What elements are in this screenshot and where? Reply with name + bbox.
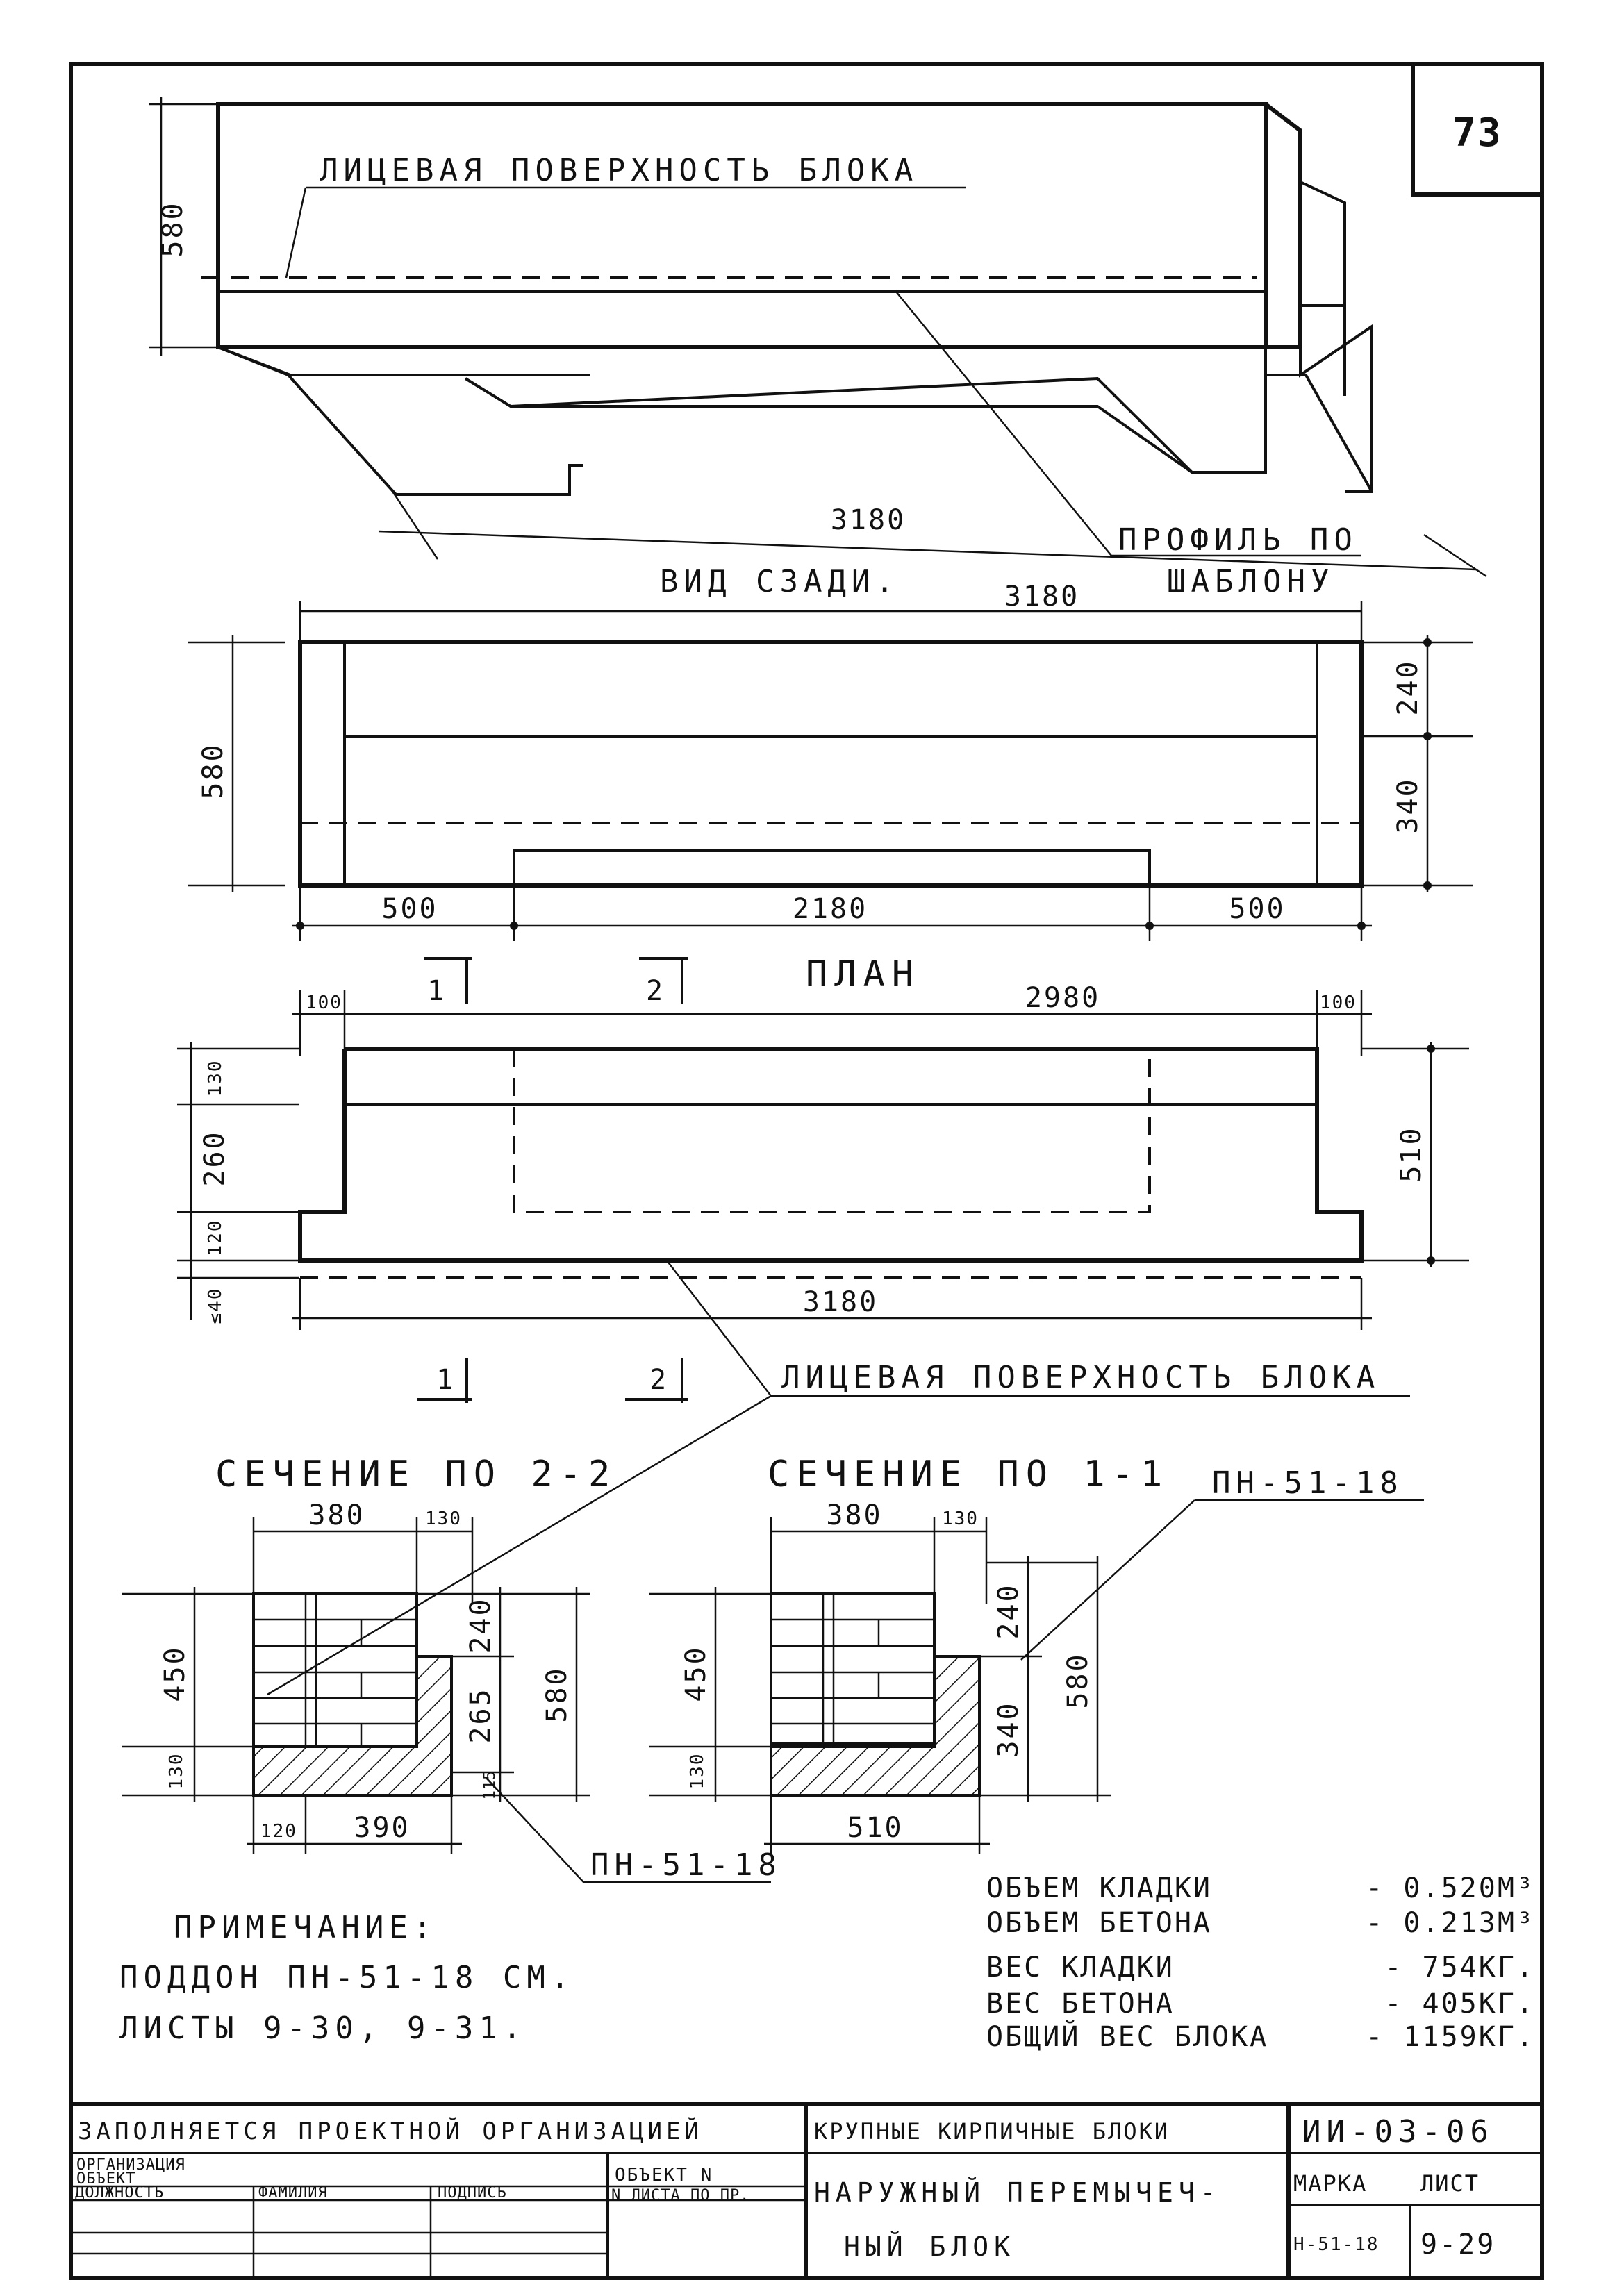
rear-height-dim: 580 xyxy=(197,742,229,799)
s11-right-240: 240 xyxy=(993,1583,1025,1639)
obj-label: ОБЪЕКТ xyxy=(76,2170,135,2188)
title-block: ЗАПОЛНЯЕТСЯ ПРОЕКТНОЙ ОРГАНИЗАЦИЕЙ ОРГАН… xyxy=(71,2102,1542,2278)
plan-left-120: 120 xyxy=(205,1220,226,1256)
s22-bottom-390: 390 xyxy=(354,1812,410,1844)
sheet-no-project-label: N ЛИСТА ПО ПР. xyxy=(611,2187,749,2204)
note-line1: ПОДДОН ПН-51-18 СМ. xyxy=(119,1960,574,1995)
plan-cut2-bottom: 2 xyxy=(649,1364,668,1396)
sheet-frame xyxy=(69,62,1544,2280)
fill-note: ЗАПОЛНЯЕТСЯ ПРОЕКТНОЙ ОРГАНИЗАЦИЕЙ xyxy=(78,2117,703,2145)
object-no-label: ОБЪЕКТ N xyxy=(615,2165,713,2186)
s11-left-130: 130 xyxy=(687,1753,708,1790)
spec-value-2: - 754КГ. xyxy=(1384,1952,1535,1983)
spec-label-4: ОБЩИЙ ВЕС БЛОКА xyxy=(986,2020,1268,2053)
rear-right-dim-bottom: 340 xyxy=(1392,777,1424,833)
s22-top-380: 380 xyxy=(308,1499,365,1531)
spec-value-0: - 0.520М³ xyxy=(1366,1872,1535,1904)
iso-height-dim: 580 xyxy=(157,201,189,257)
spec-value-3: - 405КГ. xyxy=(1384,1988,1535,2020)
iso-length-dim: 3180 xyxy=(831,504,906,536)
rear-view-title: ВИД СЗАДИ. xyxy=(660,564,900,599)
profile-label-line1: ПРОФИЛЬ ПО xyxy=(1118,522,1358,558)
spec-value-4: - 1159КГ. xyxy=(1366,2021,1535,2053)
sheet-label: ЛИСТ xyxy=(1420,2170,1480,2197)
profile-label-line2: ШАБЛОНУ xyxy=(1167,564,1334,599)
s11-top-380: 380 xyxy=(826,1499,882,1531)
section22-title: СЕЧЕНИЕ ПО 2-2 xyxy=(215,1454,617,1495)
rear-right-dim-top: 240 xyxy=(1392,659,1424,715)
sheet-number: 73 xyxy=(1452,110,1502,156)
plan-title: ПЛАН xyxy=(806,954,920,995)
section-2-2: СЕЧЕНИЕ ПО 2-2 380 130 450 130 240 265 5… xyxy=(122,1454,782,1883)
specs-block: ОБЪЕМ КЛАДКИ - 0.520М³ ОБЪЕМ БЕТОНА - 0.… xyxy=(986,1872,1535,2053)
mark-value: Н-51-18 xyxy=(1293,2234,1380,2255)
plan-left-40: ≤40 xyxy=(205,1288,226,1324)
plan-right-510: 510 xyxy=(1395,1126,1427,1182)
plan-face-label: ЛИЦЕВАЯ ПОВЕРХНОСТЬ БЛОКА xyxy=(781,1360,1380,1395)
mark-label: МАРКА xyxy=(1293,2170,1367,2197)
s22-right-240: 240 xyxy=(465,1597,497,1653)
spec-label-3: ВЕС БЕТОНА xyxy=(986,1988,1175,2020)
plan-view: ПЛАН 1 2 100 2980 100 130 260 120 ≤40 xyxy=(177,954,1469,1696)
isometric-view: 580 ЛИЦЕВАЯ ПОВЕРХНОСТЬ БЛОКА 3180 ПРОФИ… xyxy=(149,97,1487,599)
plan-cut2-top: 2 xyxy=(646,975,665,1007)
section-1-1: СЕЧЕНИЕ ПО 1-1 380 130 450 130 240 340 5… xyxy=(649,1454,1424,1854)
series-code: ИИ-03-06 xyxy=(1302,2114,1494,2149)
plan-dim-left-100: 100 xyxy=(306,992,342,1013)
s11-right-580: 580 xyxy=(1062,1652,1094,1708)
name-line1: НАРУЖНЫЙ ПЕРЕМЫЧЕЧ- xyxy=(814,2177,1222,2208)
signature-label: ПОДПИСЬ xyxy=(438,2184,507,2202)
spec-label-2: ВЕС КЛАДКИ xyxy=(986,1952,1175,1983)
section11-title: СЕЧЕНИЕ ПО 1-1 xyxy=(768,1454,1169,1495)
s22-left-130: 130 xyxy=(166,1753,187,1790)
note-title: ПРИМЕЧАНИЕ: xyxy=(174,1910,437,1945)
s11-top-130: 130 xyxy=(942,1508,979,1529)
s11-right-340: 340 xyxy=(993,1701,1025,1757)
s22-right-580: 580 xyxy=(541,1666,573,1722)
plan-left-260: 260 xyxy=(199,1130,231,1186)
s11-bottom-510: 510 xyxy=(847,1812,903,1844)
note-line2: ЛИСТЫ 9-30, 9-31. xyxy=(119,2011,527,2046)
s22-left-450: 450 xyxy=(159,1645,191,1702)
surname-label: ФАМИЛИЯ xyxy=(258,2184,328,2202)
s22-top-130: 130 xyxy=(425,1508,462,1529)
s11-left-450: 450 xyxy=(680,1645,712,1702)
name-line2: НЫЙ БЛОК xyxy=(844,2231,1016,2262)
rear-length-dim: 3180 xyxy=(1004,581,1079,613)
spec-value-1: - 0.213М³ xyxy=(1366,1907,1535,1939)
rear-bottom-mid: 2180 xyxy=(793,893,868,925)
s22-right-115: 115 xyxy=(481,1770,499,1800)
plan-dim-top: 2980 xyxy=(1025,982,1100,1014)
rear-bottom-left: 500 xyxy=(381,893,438,925)
sheet-value: 9-29 xyxy=(1420,2229,1496,2261)
iso-face-label: ЛИЦЕВАЯ ПОВЕРХНОСТЬ БЛОКА xyxy=(320,153,918,188)
s22-label: ПН-51-18 xyxy=(590,1847,782,1883)
plan-bottom-3180: 3180 xyxy=(803,1286,878,1318)
position-label: ДОЛЖНОСТЬ xyxy=(75,2184,164,2202)
spec-label-1: ОБЪЕМ БЕТОНА xyxy=(986,1907,1212,1939)
plan-left-130: 130 xyxy=(205,1060,226,1097)
s22-bottom-120: 120 xyxy=(260,1821,297,1842)
plan-dim-right-100: 100 xyxy=(1320,992,1357,1013)
s11-label: ПН-51-18 xyxy=(1212,1465,1404,1501)
series-title: КРУПНЫЕ КИРПИЧНЫЕ БЛОКИ xyxy=(814,2118,1170,2145)
sheet-number-box: 73 xyxy=(1411,62,1544,197)
spec-label-0: ОБЪЕМ КЛАДКИ xyxy=(986,1872,1212,1904)
s22-right-265: 265 xyxy=(465,1687,497,1743)
plan-cut1-bottom: 1 xyxy=(436,1364,455,1396)
rear-bottom-right: 500 xyxy=(1229,893,1285,925)
plan-cut1-top: 1 xyxy=(427,975,446,1007)
org-label: ОРГАНИЗАЦИЯ xyxy=(76,2156,185,2174)
rear-view: ВИД СЗАДИ. 3180 580 240 340 500 2180 500 xyxy=(188,564,1473,941)
note-block: ПРИМЕЧАНИЕ: ПОДДОН ПН-51-18 СМ. ЛИСТЫ 9-… xyxy=(119,1910,574,2046)
